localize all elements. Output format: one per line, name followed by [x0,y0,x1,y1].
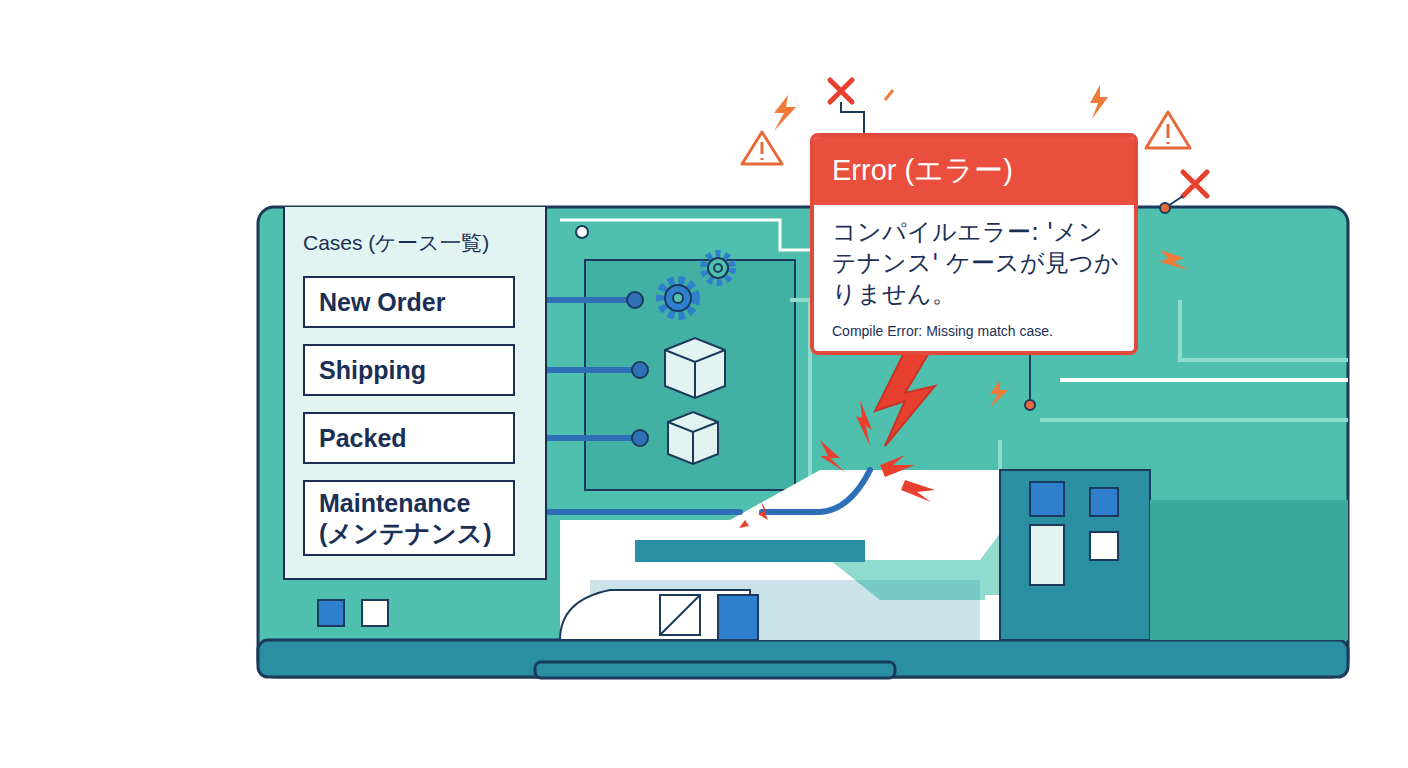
case-list-panel: Cases (ケース一覧) New OrderShippingPackedMain… [283,207,547,580]
package-icons [665,338,725,464]
label-text: Maintenance (メンテナンス) [319,488,499,548]
label-text: Shipping [319,355,426,385]
case-box: Shipping [303,344,515,396]
label-text: Compile Error: Missing match case. [832,323,1120,339]
error-callout: Error (エラー) コンパイルエラー: 'メンテナンス' ケースが見つかりませ… [810,133,1138,355]
label-text: Cases (ケース一覧) [303,229,489,257]
label-text: New Order [319,287,445,317]
case-box: Packed [303,412,515,464]
error-header: Error (エラー) [814,137,1134,205]
case-box: Maintenance (メンテナンス) [303,480,515,556]
label-text: Error (エラー) [832,151,1116,191]
monitor-base [258,640,1348,677]
case-box: New Order [303,276,515,328]
monitor-stand [535,662,895,678]
lightning-decor [774,85,1188,408]
label-text: Packed [319,423,407,453]
gear-icons [661,254,732,315]
error-body: コンパイルエラー: 'メンテナンス' ケースが見つかりません。 Compile E… [814,205,1134,351]
label-text: コンパイルエラー: 'メンテナンス' ケースが見つかりません。 [832,217,1120,311]
monitor-body [258,207,1348,677]
callout-tail [875,351,935,446]
